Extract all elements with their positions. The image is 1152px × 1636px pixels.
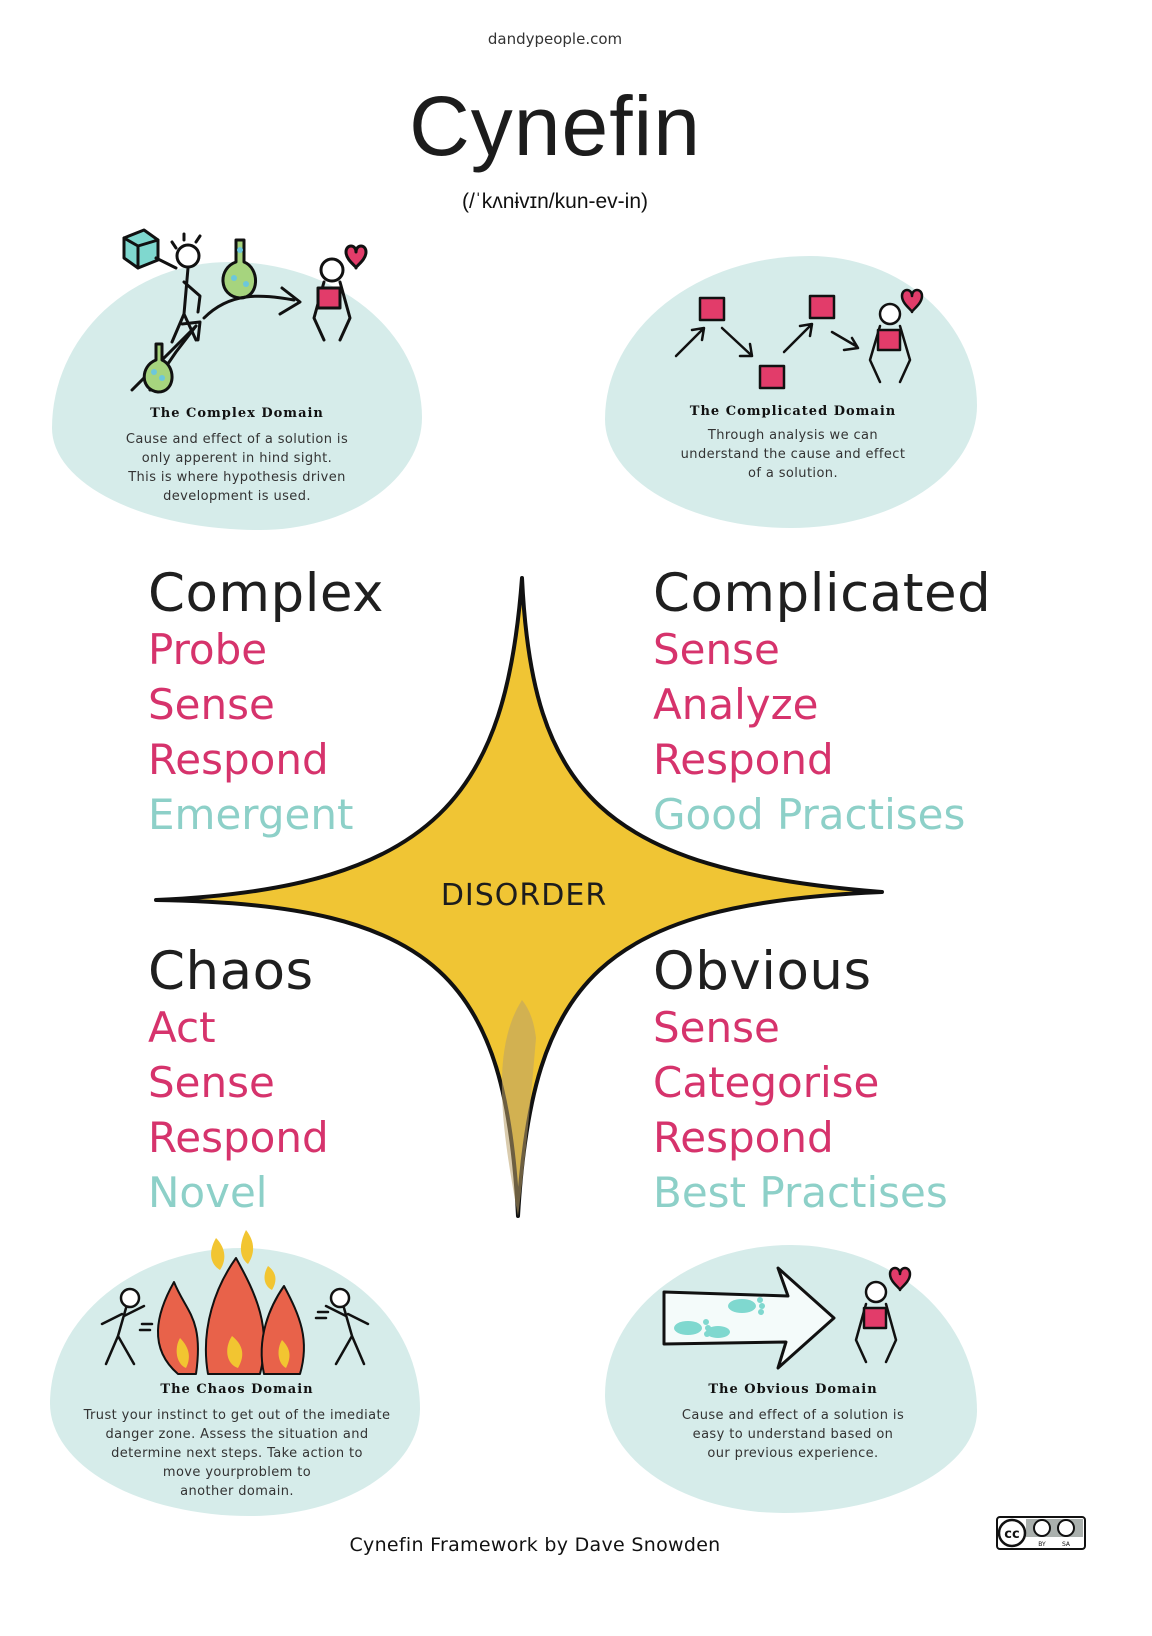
obvious-step: Sense <box>653 1003 780 1052</box>
complex-step: Respond <box>148 735 329 784</box>
by-icon <box>1033 1519 1051 1537</box>
obvious-card-title: The Obvious Domain <box>708 1382 878 1397</box>
complicated-step: Respond <box>653 735 834 784</box>
chaos-practice: Novel <box>148 1168 268 1217</box>
obvious-card-line: Cause and effect of a solution is <box>681 1408 905 1423</box>
obvious-card-line: our previous experience. <box>707 1446 879 1461</box>
complicated-card-line: understand the cause and effect <box>680 447 906 462</box>
chaos-card-title: The Chaos Domain <box>160 1382 314 1397</box>
chaos-card-line: another domain. <box>180 1484 294 1499</box>
chaos-step: Respond <box>148 1113 329 1162</box>
complex-step: Sense <box>148 680 275 729</box>
complex-card-line: This is where hypothesis driven <box>128 470 346 485</box>
sa-icon <box>1057 1519 1075 1537</box>
complicated-card-line: of a solution. <box>748 466 838 481</box>
obvious-quadrant: Obvious Sense Categorise Respond Best Pr… <box>653 944 948 1220</box>
complicated-quadrant: Complicated Sense Analyze Respond Good P… <box>653 566 991 842</box>
by-mark: BY <box>1038 1541 1046 1548</box>
cc-license-badge: cc BY SA <box>996 1516 1086 1550</box>
obvious-card-line: easy to understand based on <box>692 1427 894 1442</box>
obvious-card-description: Cause and effect of a solution is easy t… <box>625 1406 961 1463</box>
complex-step: Probe <box>148 625 268 674</box>
complicated-step: Analyze <box>653 680 819 729</box>
disorder-label: DISORDER <box>440 878 608 913</box>
complex-practice: Emergent <box>148 790 354 839</box>
chaos-card-line: move yourproblem to <box>162 1465 312 1480</box>
obvious-heading: Obvious <box>653 941 872 1002</box>
chaos-card-description: Trust your instinct to get out of the im… <box>60 1406 414 1501</box>
complicated-card-title: The Complicated Domain <box>689 404 897 419</box>
chaos-step: Act <box>148 1003 216 1052</box>
disorder-star <box>154 576 884 1218</box>
complex-heading: Complex <box>148 563 384 624</box>
complicated-illustration <box>674 288 924 390</box>
complex-card-line: development is used. <box>163 489 311 504</box>
site-url: dandypeople.com <box>487 30 623 48</box>
obvious-step: Respond <box>653 1113 834 1162</box>
sa-mark: SA <box>1062 1541 1071 1548</box>
footer-credit: Cynefin Framework by Dave Snowden <box>349 1534 721 1556</box>
complicated-heading: Complicated <box>653 563 992 624</box>
complex-card-background <box>52 262 422 530</box>
complex-card-line: Cause and effect of a solution is <box>125 432 349 447</box>
complicated-card-description: Through analysis we can understand the c… <box>625 426 961 483</box>
cc-mark: cc <box>1004 1527 1019 1542</box>
complicated-step: Sense <box>653 625 780 674</box>
chaos-card-line: Trust your instinct to get out of the im… <box>83 1408 391 1423</box>
complex-card-title: The Complex Domain <box>150 406 324 421</box>
chaos-card-line: determine next steps. Take action to <box>111 1446 363 1461</box>
pronunciation: (/ˈkʌnɨvɪn/kun-ev-in) <box>461 190 649 213</box>
obvious-practice: Best Practises <box>653 1168 948 1217</box>
obvious-illustration <box>662 1266 912 1370</box>
chaos-step: Sense <box>148 1058 275 1107</box>
obvious-step: Categorise <box>653 1058 880 1107</box>
chaos-quadrant: Chaos Act Sense Respond Novel <box>148 944 329 1220</box>
complicated-practice: Good Practises <box>653 790 966 839</box>
page-title: Cynefin <box>409 79 701 173</box>
chaos-heading: Chaos <box>148 941 314 1002</box>
complex-quadrant: Complex Probe Sense Respond Emergent <box>148 566 384 842</box>
complex-card-line: only apperent in hind sight. <box>141 451 333 466</box>
complex-illustration <box>122 228 368 394</box>
chaos-illustration <box>100 1230 370 1375</box>
complicated-card-line: Through analysis we can <box>707 428 879 443</box>
chaos-card-line: danger zone. Assess the situation and <box>105 1427 369 1442</box>
complex-card-description: Cause and effect of a solution is only a… <box>72 430 402 506</box>
cc-icon <box>997 1518 1027 1548</box>
